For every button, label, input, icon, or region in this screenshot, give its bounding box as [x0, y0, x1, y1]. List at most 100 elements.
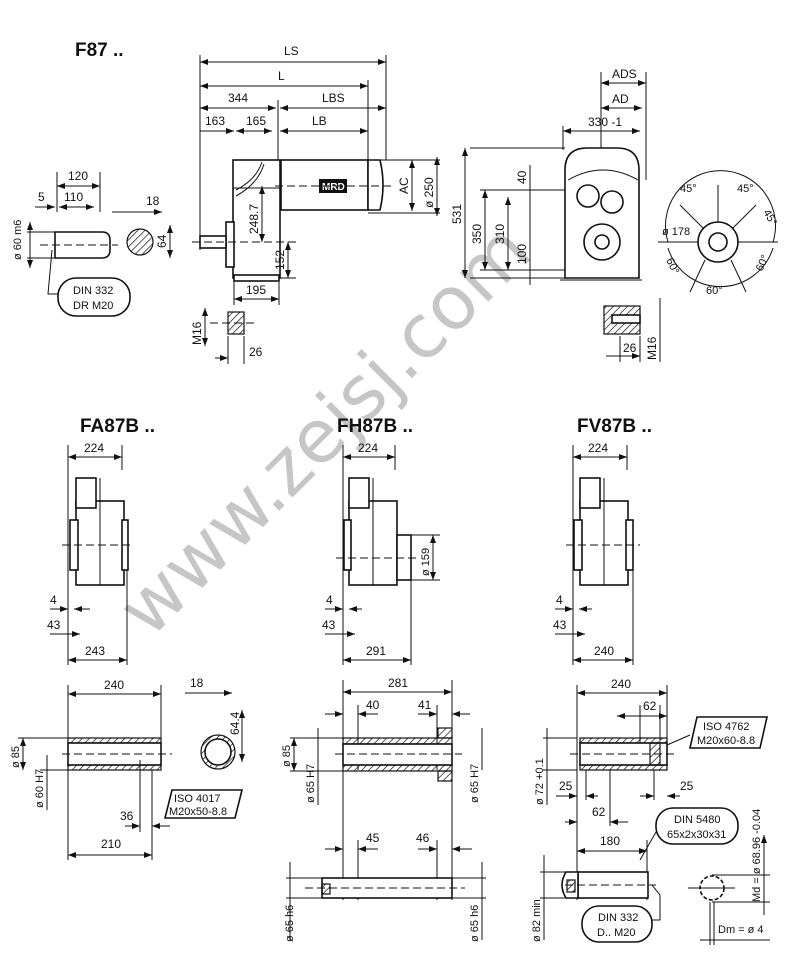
fv87b-view: FV87B .. 224 4 43 240 240 62 ISO 4762: [531, 416, 770, 945]
dim-AC: AC: [397, 177, 411, 194]
fh87b-title: FH87B ..: [337, 416, 413, 437]
dim-291: 291: [366, 644, 386, 658]
dim-41: 41: [418, 698, 432, 712]
dim-d65-h7-left: ø 65 H7: [305, 764, 317, 803]
motor-badge: MRD: [322, 182, 345, 193]
watermark: www.zejsj.com: [102, 207, 547, 652]
f87-shaft-detail: 120 5 110 ø 60 m6 18 64 DIN 332 DR M20: [12, 169, 173, 317]
dim-64: 64: [155, 234, 169, 248]
dim-110: 110: [64, 190, 83, 204]
dim-d85: ø 85: [10, 746, 22, 768]
dim-4: 4: [326, 593, 333, 607]
fa87b-hollow-shaft-detail: 240 ø 85 ø 60 H7 ISO 4017 M20x50-8.8 36 …: [10, 676, 245, 860]
dim-350: 350: [470, 224, 484, 244]
din5480-callout: [655, 807, 739, 845]
dim-d65-h7-right: ø 65 H7: [469, 764, 481, 803]
dim-5: 5: [38, 190, 45, 204]
drm20-label: DR M20: [73, 300, 113, 312]
dim-180: 180: [600, 834, 620, 848]
dim-LB: LB: [312, 114, 327, 128]
f87-side-view: F87 .. LS L 344 LBS 163 165 LB MRD: [12, 40, 440, 364]
fv87b-spline-shaft-detail: 240 62 ISO 4762 M20x60-8.8 ø 72 +0.1 25 …: [531, 677, 770, 945]
dim-40: 40: [366, 698, 380, 712]
dim-d65-h6-left: ø 65 h6: [284, 905, 296, 942]
dim-d178: ø 178: [662, 226, 690, 238]
fh87b-hollow-shaft-detail: 281 40 41 ø 85 ø 65 H7 ø 65 H7 45 46: [281, 676, 486, 942]
dim-40: 40: [515, 170, 529, 184]
dim-120: 120: [68, 169, 88, 183]
dim-240-shaft: 240: [611, 677, 631, 691]
dim-240: 240: [104, 678, 124, 692]
dim-195: 195: [246, 283, 266, 297]
dim-243: 243: [85, 644, 105, 658]
dim-d250: ø 250: [422, 177, 436, 208]
din332-label: DIN 332: [598, 912, 638, 924]
iso4017-label: ISO 4017: [174, 793, 220, 805]
angle-45-left: 45°: [680, 183, 697, 195]
dim-248-7: 248.7: [247, 204, 261, 234]
dim-25-right: 25: [680, 779, 694, 793]
dim-224: 224: [358, 441, 378, 455]
dim-152: 152: [273, 250, 287, 270]
din332-callout: [57, 277, 131, 317]
din332-label: DIN 332: [73, 285, 113, 297]
iso4762-callout: [688, 716, 769, 749]
m20x60-label: M20x60-8.8: [697, 735, 755, 747]
front-view: ADS AD 330 -1 531 350 310 40 100 45°: [450, 67, 779, 362]
f87-title: F87 ..: [75, 40, 124, 61]
iso4762-label: ISO 4762: [703, 721, 749, 733]
dim-d65-h6-right: ø 65 h6: [469, 905, 481, 942]
dim-281: 281: [388, 676, 408, 690]
dim-d159: ø 159: [420, 548, 432, 576]
dim-43: 43: [553, 618, 567, 632]
fv87b-title: FV87B ..: [577, 416, 652, 437]
dim-240: 240: [594, 644, 614, 658]
dim-L: L: [278, 69, 285, 83]
dim-18: 18: [146, 194, 160, 208]
dim-18: 18: [190, 676, 204, 690]
dim-36: 36: [120, 809, 134, 823]
dim-64-4: 64.4: [228, 711, 242, 735]
angle-45-right: 45°: [760, 208, 779, 228]
dim-ADS: ADS: [612, 67, 637, 81]
dim-4: 4: [556, 593, 563, 607]
dim-d60-h7: ø 60 H7: [34, 769, 46, 808]
dim-163: 163: [205, 114, 225, 128]
dim-310: 310: [493, 224, 507, 244]
fh87b-view: FH87B .. 224 ø 159 4 43 291 281 40 41: [281, 416, 486, 942]
angle-60-right: 60°: [754, 253, 772, 273]
dim-LS: LS: [284, 44, 299, 58]
dim-100: 100: [515, 244, 529, 264]
dim-md: Md = ø 68.96 -0.04: [751, 809, 763, 902]
dim-62-top: 62: [643, 699, 657, 713]
fa87b-view: FA87B .. 224 4 43 243 240 ø 85 ø 60 H7: [10, 416, 245, 860]
dim-d82-min: ø 82 min: [531, 899, 543, 942]
flange-bolt-pattern: 45° 45° 45° ø 178 60° 60° 60°: [658, 170, 779, 297]
dim-46: 46: [416, 831, 430, 845]
dim-43: 43: [47, 618, 61, 632]
dim-d85: ø 85: [281, 745, 293, 767]
dim-m16: M16: [190, 321, 204, 345]
m20x50-label: M20x50-8.8: [169, 806, 227, 818]
dim-LBS: LBS: [322, 91, 345, 105]
dim-43: 43: [322, 618, 336, 632]
spline-spec-label: 65x2x30x31: [667, 829, 726, 841]
fa87b-title: FA87B ..: [80, 416, 155, 437]
dim-m16: M16: [645, 336, 659, 360]
dim-45: 45: [366, 831, 380, 845]
iso4017-callout: [163, 789, 244, 819]
dim-25-left: 25: [559, 779, 573, 793]
angle-45-top: 45°: [737, 183, 754, 195]
dim-dm: Dm = ø 4: [718, 924, 764, 936]
dim-62-bottom: 62: [592, 805, 606, 819]
dim-224: 224: [84, 441, 104, 455]
dim-d72: ø 72 +0.1: [534, 758, 546, 805]
dim-26: 26: [249, 345, 263, 359]
dm20-label: D.. M20: [597, 927, 636, 939]
dim-4: 4: [50, 593, 57, 607]
f87-tapped-hole-detail: M16 26: [190, 308, 263, 364]
dim-224: 224: [588, 441, 608, 455]
dim-344: 344: [228, 91, 248, 105]
